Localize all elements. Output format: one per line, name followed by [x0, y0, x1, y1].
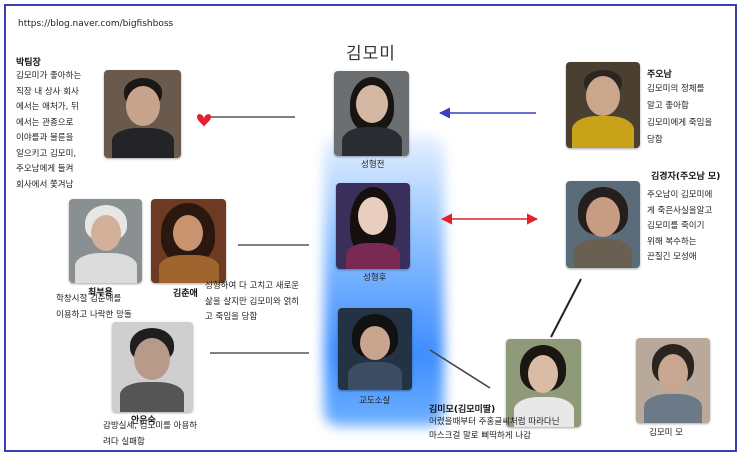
line-mother-daughter [551, 279, 581, 337]
heart-icon [197, 114, 211, 127]
line-kimmimo [430, 350, 490, 388]
name-kimmomimo: 김모미 모 [649, 426, 683, 438]
photo-juonam [566, 62, 640, 148]
photo-aneunsuk [112, 322, 193, 412]
photo-park [104, 70, 181, 158]
photo-before [334, 71, 409, 156]
photo-kimmomimo [636, 338, 710, 423]
photo-after [336, 183, 410, 269]
photo-kimgyeongja [566, 181, 640, 268]
label-before: 성형전 [361, 158, 384, 170]
photo-choi [69, 199, 142, 283]
photo-kimchunae [151, 199, 226, 283]
photo-prison [338, 308, 412, 390]
name-kimgyeongja: 김경자(주오남 모) [651, 169, 720, 182]
name-juonam: 주오남 [647, 67, 672, 80]
name-kimmimo: 김미모(김모미딸) [429, 402, 495, 415]
name-park: 박팀장 [16, 55, 41, 68]
photo-kimmimo [506, 339, 581, 427]
label-after: 성형후 [363, 271, 386, 283]
label-prison: 교도소살 [359, 394, 390, 406]
name-kimchunae: 김춘애 [173, 286, 198, 299]
diagram-frame: https://blog.naver.com/bigfishboss 김모미 성… [4, 4, 737, 452]
